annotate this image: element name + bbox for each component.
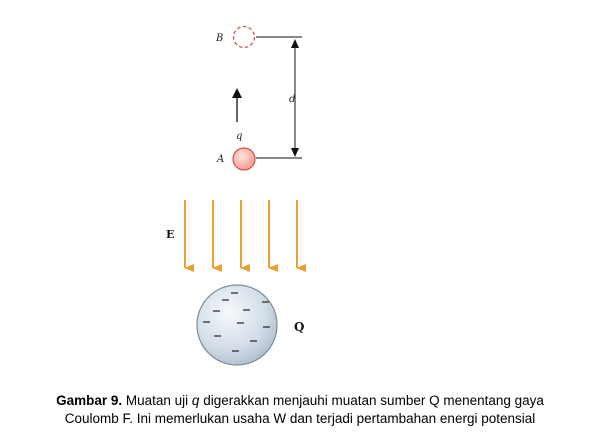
label-field: E bbox=[166, 228, 174, 241]
label-point-b: B bbox=[215, 33, 223, 44]
test-charge-a bbox=[232, 147, 256, 171]
label-point-a: A bbox=[216, 154, 224, 165]
caption-variable-q: q bbox=[191, 393, 200, 408]
motion-arrow bbox=[232, 88, 242, 122]
label-distance: d bbox=[289, 94, 295, 105]
label-test-charge: q bbox=[236, 131, 242, 142]
caption-line-1: Gambar 9. Muatan uji q digerakkan menjau… bbox=[0, 392, 600, 410]
caption-line-2: Coulomb F. Ini memerlukan usaha W dan te… bbox=[64, 411, 536, 426]
caption-line1-after: digerakkan menjauhi muatan sumber Q mene… bbox=[203, 393, 544, 408]
ghost-charge-b bbox=[232, 25, 256, 49]
figure-caption: Gambar 9. Muatan uji q digerakkan menjau… bbox=[0, 392, 600, 428]
label-source-charge: Q bbox=[294, 320, 304, 334]
figure-number: Gambar 9. bbox=[56, 393, 123, 408]
distance-arrow bbox=[291, 39, 299, 157]
negative-charge-marks bbox=[203, 292, 270, 352]
source-charge-sphere bbox=[196, 284, 278, 366]
potential-energy-diagram: B d q A E bbox=[166, 25, 306, 366]
caption-line1-before: Muatan uji bbox=[125, 393, 189, 408]
field-arrows bbox=[184, 200, 306, 272]
